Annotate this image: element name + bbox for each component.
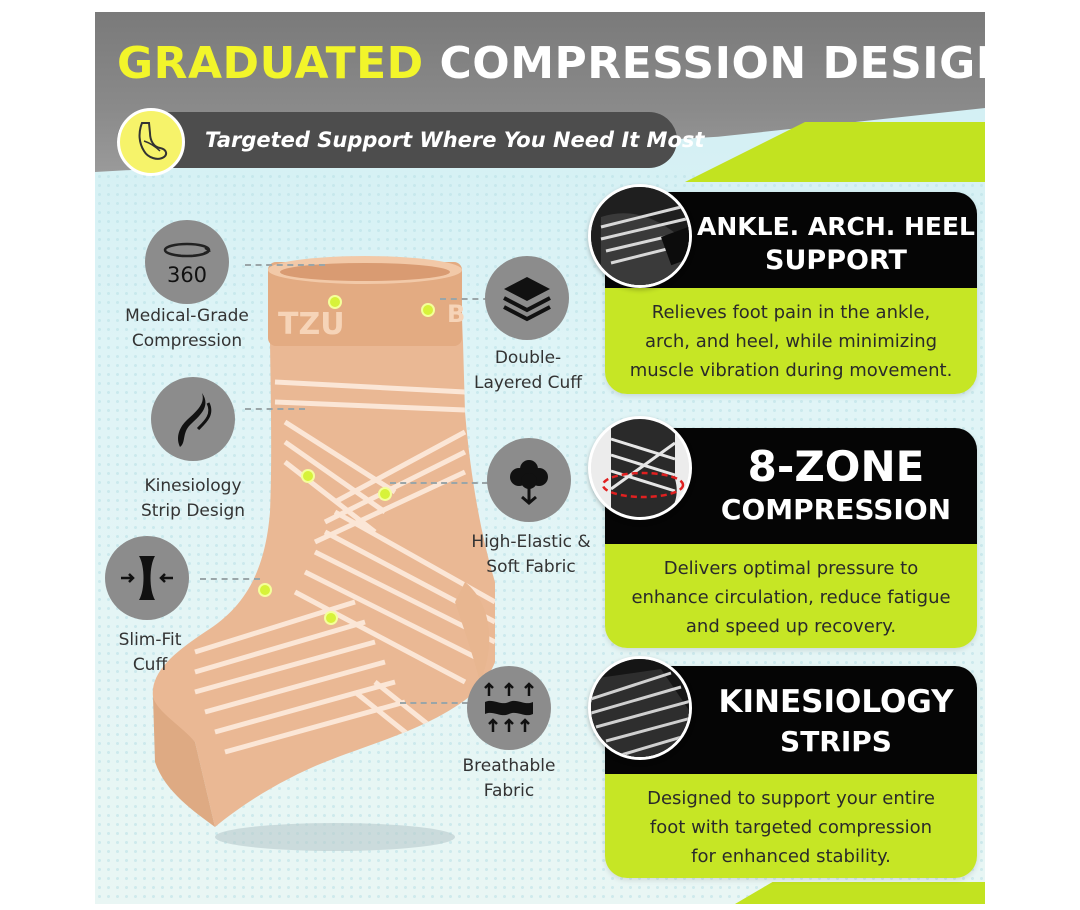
ankle-support-thumbnail — [588, 184, 692, 288]
slim-fit-cuff-badge — [105, 536, 189, 620]
brand-mark-side: B — [447, 300, 465, 328]
kinesiology-strip-badge — [151, 377, 235, 461]
leader-line — [245, 264, 325, 266]
title-highlight: GRADUATED — [117, 38, 424, 89]
leader-line — [400, 702, 468, 704]
icon-360-text: 360 — [167, 263, 207, 287]
panel-title: ANKLE. ARCH. HEEL — [697, 212, 975, 241]
ankle-sleeve-illustration: TZU B — [152, 256, 495, 851]
double-layered-cuff-label: Double-Layered Cuff — [473, 348, 583, 393]
slim-fit-arrows-icon — [121, 556, 173, 600]
panel-title: 8-ZONE — [747, 442, 925, 491]
breathable-arrows-icon — [484, 682, 534, 732]
cotton-flower-icon — [510, 460, 548, 505]
brand-mark: TZU — [278, 307, 345, 342]
leader-line — [440, 298, 500, 300]
foot-badge — [117, 108, 185, 176]
kinesiology-ribbon-icon — [178, 393, 212, 447]
compression-zone-thumbnail — [588, 416, 692, 520]
panel-title: KINESIOLOGY — [718, 684, 954, 720]
double-layered-cuff-badge — [485, 256, 569, 340]
lime-accent-band-bottom — [735, 882, 985, 904]
subtitle-pill — [117, 112, 677, 168]
title-rest: COMPRESSION DESIGN — [439, 38, 985, 89]
leader-line — [390, 482, 488, 484]
infographic-canvas: GRADUATED COMPRESSION DESIGN Targeted Su… — [95, 12, 985, 904]
high-elastic-fabric-label: High-Elastic &Soft Fabric — [471, 532, 591, 577]
high-elastic-fabric-badge — [487, 438, 571, 522]
kinesiology-strips-thumbnail — [588, 656, 692, 760]
medical-grade-compression-badge: 360 — [145, 220, 229, 304]
leader-line — [200, 578, 260, 580]
panel-title: COMPRESSION — [720, 493, 952, 526]
foot-icon — [138, 122, 168, 160]
panel-title: SUPPORT — [765, 245, 907, 276]
layers-icon — [503, 277, 551, 322]
subtitle: Targeted Support Where You Need It Most — [205, 128, 705, 152]
page-title: GRADUATED COMPRESSION DESIGN — [117, 38, 985, 89]
360-rotation-icon: 360 — [163, 242, 212, 287]
leader-line — [245, 408, 305, 410]
panel-title: STRIPS — [780, 725, 892, 758]
breathable-fabric-badge — [467, 666, 551, 750]
